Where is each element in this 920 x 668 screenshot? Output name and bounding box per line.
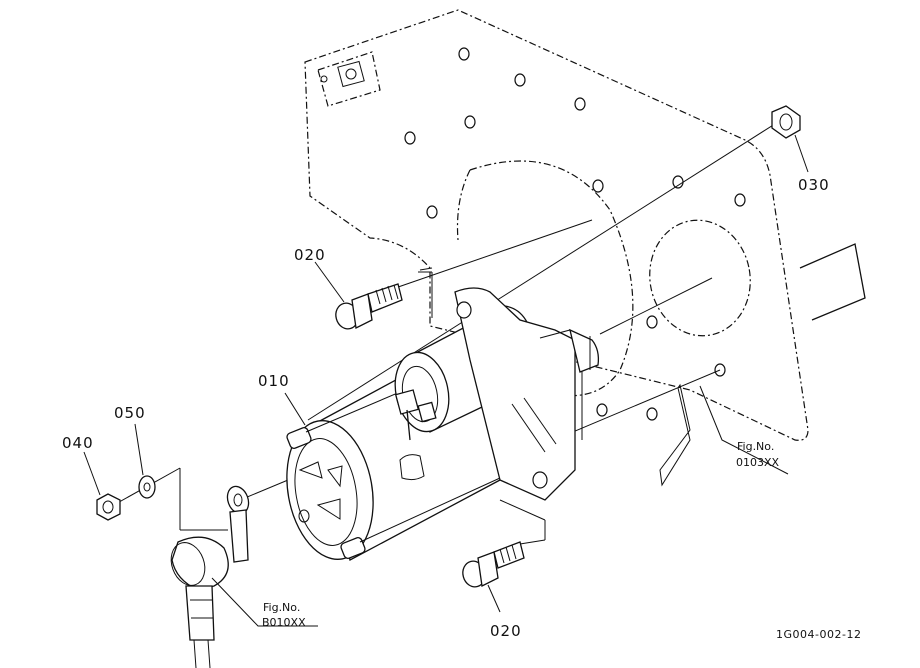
drawing-number: 1G004-002-12 [776,628,861,641]
fig-ref-b010-number: B010XX [262,616,306,629]
starter-motor [286,287,600,561]
fig-ref-b010-label: Fig.No. [263,601,300,614]
fig-ref-0103-number: 0103XX [736,456,780,469]
callout-010: 010 [258,372,290,390]
callout-020-top: 020 [294,246,326,264]
nut-040 [96,493,121,521]
washer-050 [138,475,156,499]
leader-lines [83,134,809,627]
callout-050: 050 [114,404,146,422]
bolt-top [335,283,403,330]
nut-030 [771,105,801,139]
callout-020-bottom: 020 [490,622,522,640]
bolt-bottom [462,541,525,588]
callout-030: 030 [798,176,830,194]
callout-040: 040 [62,434,94,452]
fig-ref-0103-label: Fig.No. [737,440,774,453]
battery-cable [170,485,250,668]
